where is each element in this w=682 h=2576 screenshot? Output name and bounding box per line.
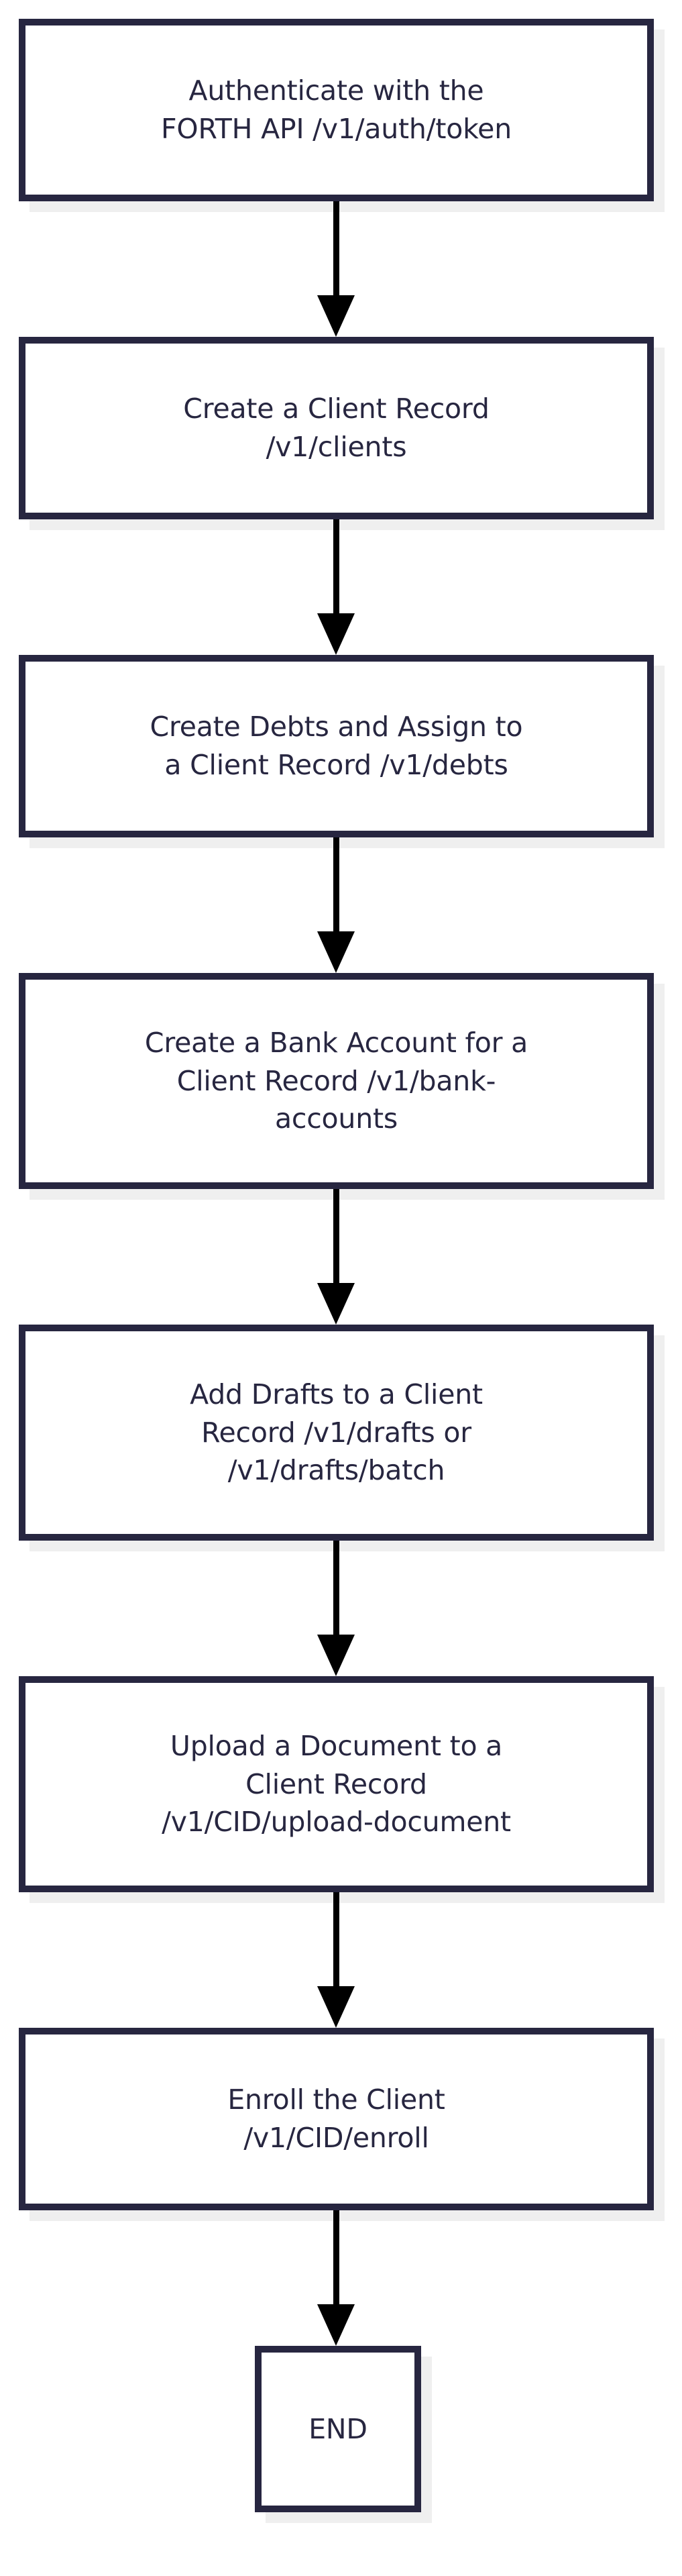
- flow-node-label: END: [308, 2412, 367, 2445]
- flow-node-upload-document[interactable]: Upload a Document to a Client Record /v1…: [19, 1676, 654, 1892]
- flow-node-create-debts[interactable]: Create Debts and Assign to a Client Reco…: [19, 655, 654, 837]
- flow-node-label: Create Debts and Assign to a Client Reco…: [150, 711, 523, 781]
- flow-node-label: Enroll the Client /v1/CID/enroll: [227, 2083, 445, 2154]
- flow-node-create-bank-account[interactable]: Create a Bank Account for a Client Recor…: [19, 973, 654, 1189]
- flow-node-enroll-client[interactable]: Enroll the Client /v1/CID/enroll: [19, 2028, 654, 2210]
- flow-node-label: Create a Bank Account for a Client Recor…: [144, 1027, 528, 1135]
- flow-node-label: Upload a Document to a Client Record /v1…: [162, 1730, 511, 1839]
- flow-node-create-client-record[interactable]: Create a Client Record /v1/clients: [19, 337, 654, 519]
- flow-node-label: Add Drafts to a Client Record /v1/drafts…: [190, 1378, 483, 1487]
- flow-node-label: Create a Client Record /v1/clients: [183, 393, 490, 463]
- flow-node-add-drafts[interactable]: Add Drafts to a Client Record /v1/drafts…: [19, 1325, 654, 1541]
- flow-node-end[interactable]: END: [255, 2346, 421, 2512]
- flow-node-label: Authenticate with the FORTH API /v1/auth…: [161, 74, 512, 145]
- flow-node-authenticate[interactable]: Authenticate with the FORTH API /v1/auth…: [19, 19, 654, 201]
